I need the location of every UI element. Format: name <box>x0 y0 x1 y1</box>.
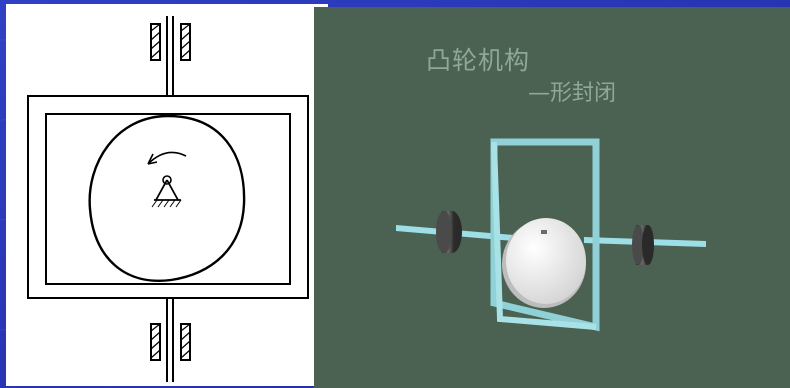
yoke-frame-inner <box>45 113 291 285</box>
right-collar-icon <box>632 225 654 265</box>
cam-3d-render-icon <box>396 138 706 332</box>
left-collar-icon <box>436 211 462 253</box>
yoke-frame-front <box>491 141 597 330</box>
bottom-guide-icon <box>150 323 191 361</box>
cam-sketch-panel <box>6 4 328 386</box>
pivot-support-icon <box>151 175 182 208</box>
cam-render-panel: 凸轮机构 —形封闭 <box>314 7 790 388</box>
rotation-arrow-icon <box>147 151 187 165</box>
yoke-frame-outer <box>27 95 309 299</box>
render-subtitle: —形封闭 <box>528 81 617 106</box>
cam-profile <box>88 114 246 283</box>
cam-disc-icon <box>502 218 586 308</box>
cam-mechanism-sketch-icon <box>27 16 309 382</box>
render-title: 凸轮机构 <box>426 46 531 75</box>
top-guide-icon <box>150 23 191 61</box>
